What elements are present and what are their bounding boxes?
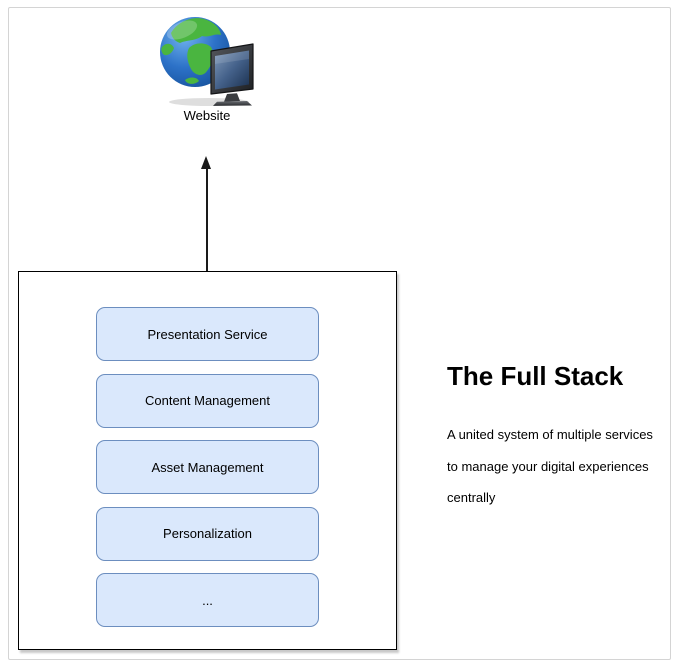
arrowhead-up-icon (201, 156, 211, 169)
service-box-more: ... (96, 573, 319, 627)
website-node-label: Website (183, 108, 231, 123)
caption-title: The Full Stack (447, 361, 624, 391)
service-box-content-management: Content Management (96, 373, 319, 428)
stack-box: Presentation Service Content Management … (18, 271, 397, 650)
caption-description: A united system of multiple services to … (447, 419, 653, 514)
service-box-personalization: Personalization (96, 506, 319, 561)
website-node: Website (147, 13, 267, 123)
arrow-line (206, 168, 208, 271)
service-box-asset-management: Asset Management (96, 440, 319, 494)
caption-description-line: centrally (447, 490, 496, 505)
caption-description-line: to manage your digital experiences (447, 458, 649, 474)
stack-services-list: Presentation Service Content Management … (19, 272, 396, 649)
service-box-presentation-service: Presentation Service (96, 307, 319, 361)
page-frame (8, 7, 671, 660)
globe-with-monitor-icon (147, 13, 267, 106)
caption-description-line: A united system of multiple services (447, 427, 653, 442)
